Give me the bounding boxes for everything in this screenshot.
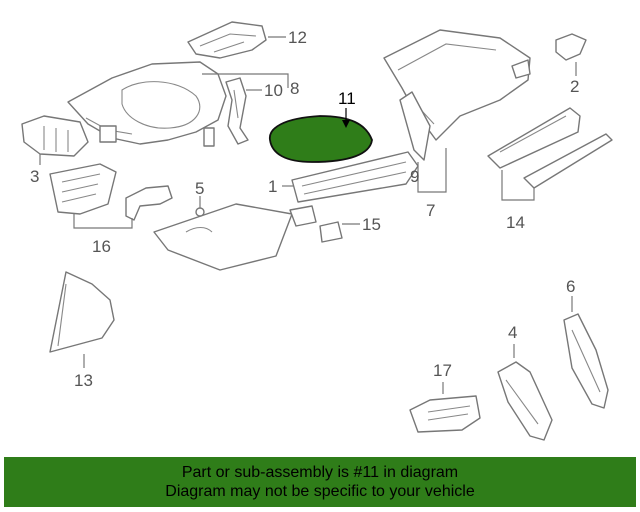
parts-diagram: 12 8 10 3 16 5 11 xyxy=(21,21,613,441)
part-4-bracket[interactable] xyxy=(497,361,553,441)
part-10-bracket[interactable] xyxy=(225,77,249,145)
callout-15: 15 xyxy=(362,215,381,234)
part-6-bracket[interactable] xyxy=(563,313,609,409)
callout-12: 12 xyxy=(288,28,307,47)
callout-4: 4 xyxy=(508,323,517,342)
part-14-trim-pieces[interactable] xyxy=(487,107,613,189)
part-8-panel-frame[interactable] xyxy=(67,61,227,147)
callout-1: 1 xyxy=(268,177,277,196)
part-11-highlighted-panel[interactable] xyxy=(269,115,373,163)
callout-17: 17 xyxy=(433,361,452,380)
part-17-switch-module[interactable] xyxy=(409,395,481,433)
callout-7: 7 xyxy=(426,201,435,220)
callout-5: 5 xyxy=(195,179,204,198)
part-1-trim-panel[interactable] xyxy=(291,151,419,203)
part-12-bracket[interactable] xyxy=(187,21,267,59)
callout-11: 11 xyxy=(338,89,356,108)
callout-14: 14 xyxy=(506,213,525,232)
part-info-banner: Part or sub-assembly is #11 in diagram D… xyxy=(4,457,636,507)
part-16-vent-assembly[interactable] xyxy=(49,163,173,221)
part-13-side-panel[interactable] xyxy=(49,271,115,353)
banner-line-2: Diagram may not be specific to your vehi… xyxy=(165,483,475,500)
part-2-clip[interactable] xyxy=(555,33,587,61)
part-3-air-vent[interactable] xyxy=(21,115,89,157)
callout-9: 9 xyxy=(410,167,419,186)
callout-13: 13 xyxy=(74,371,93,390)
callout-16: 16 xyxy=(92,237,111,256)
part-9-bracket[interactable] xyxy=(399,91,431,161)
callout-10: 10 xyxy=(264,81,283,100)
part-15-clips[interactable] xyxy=(289,205,343,243)
callout-3: 3 xyxy=(30,167,39,186)
part-5-glove-box[interactable] xyxy=(153,203,293,271)
callout-6: 6 xyxy=(566,277,575,296)
callout-2: 2 xyxy=(570,77,579,96)
banner-line-1: Part or sub-assembly is #11 in diagram xyxy=(181,464,459,481)
callout-8: 8 xyxy=(290,79,299,98)
